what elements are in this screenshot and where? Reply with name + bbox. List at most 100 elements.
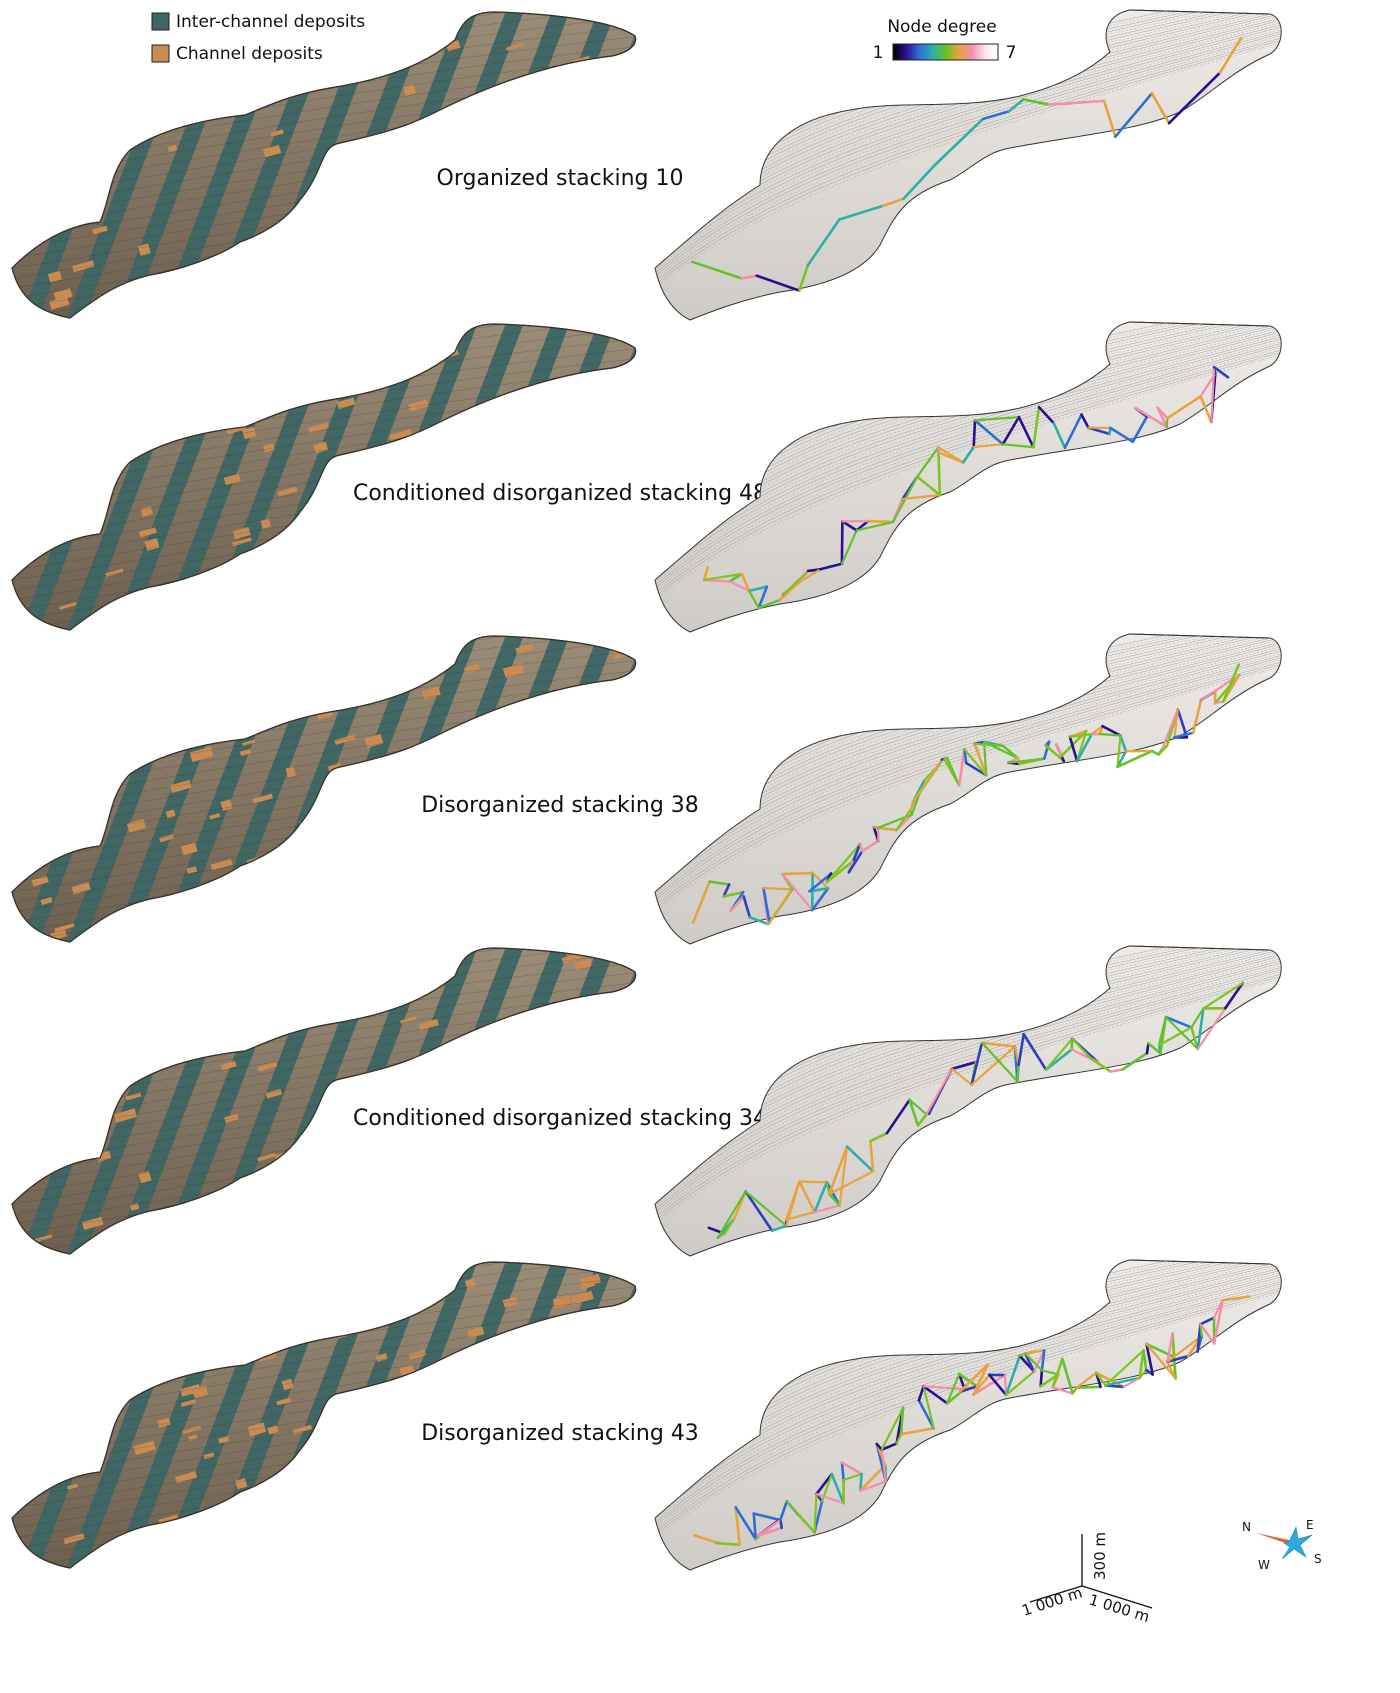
channel-deposit-patch: [535, 725, 548, 737]
channel-deposit-patch: [598, 1312, 614, 1323]
channel-deposit-patch: [460, 465, 480, 474]
scale-label-x: 1 000 m: [1087, 1591, 1152, 1626]
channel-deposit-patch: [585, 830, 595, 838]
channel-deposit-patch: [538, 74, 567, 86]
channel-deposit-patch: [284, 674, 298, 686]
model-row: Disorganized stacking 43: [0, 1200, 1290, 1590]
network-edge: [974, 420, 975, 447]
channel-deposit-patch: [149, 961, 165, 968]
channel-deposit-patch: [600, 709, 612, 720]
network-edge: [1100, 734, 1121, 736]
facies-model: [0, 886, 758, 1276]
channel-deposit-patch: [265, 701, 275, 708]
channel-deposit-patch: [624, 1461, 642, 1470]
channel-deposit-patch: [165, 973, 182, 985]
channel-deposit-patch: [209, 1528, 227, 1537]
compass-e: E: [1306, 1518, 1314, 1532]
channel-deposit-patch: [391, 991, 411, 1000]
network-edge: [799, 1182, 826, 1183]
channel-deposit-patch: [47, 687, 68, 698]
channel-deposit-patch: [305, 914, 325, 925]
channel-deposit-patch: [381, 1233, 393, 1242]
channel-deposit-patch: [163, 657, 178, 669]
channel-deposit-patch: [385, 1432, 396, 1440]
channel-deposit-patch: [562, 777, 576, 786]
compass-w: W: [1258, 1558, 1270, 1572]
network-surface: [655, 322, 1281, 632]
channel-deposit-patch: [487, 820, 508, 833]
channel-deposit-patch: [331, 1124, 342, 1130]
channel-deposit-patch: [267, 68, 287, 78]
channel-deposit-patch: [382, 344, 404, 354]
channel-deposit-patch: [455, 192, 466, 199]
channel-deposit-patch: [54, 791, 67, 804]
channel-deposit-patch: [234, 1320, 249, 1332]
channel-deposit-patch: [352, 139, 364, 150]
channel-deposit-patch: [193, 1201, 210, 1211]
scale-bar: 1 000 m 1 000 m 300 m: [1020, 1532, 1152, 1626]
channel-deposit-patch: [293, 362, 304, 373]
channel-deposit-patch: [405, 838, 422, 849]
channel-deposit-patch: [391, 572, 406, 579]
channel-deposit-patch: [221, 917, 236, 928]
channel-deposit-patch: [412, 216, 427, 229]
channel-deposit-patch: [515, 818, 535, 827]
model-row: Conditioned disorganized stacking 48: [0, 262, 1290, 652]
channel-deposit-patch: [85, 773, 108, 787]
network-edge: [938, 447, 940, 495]
channel-deposit-patch: [427, 1208, 437, 1217]
colorbar-gradient-bar: [893, 44, 998, 60]
channel-deposit-patch: [286, 1203, 307, 1213]
channel-deposit-patch: [199, 906, 217, 916]
channel-deposit-patch: [569, 829, 587, 838]
inter-channel-band: [342, 0, 482, 320]
legend-swatch-inter-channel: [152, 13, 169, 30]
channel-deposit-patch: [274, 608, 288, 615]
channel-deposit-patch: [602, 1325, 613, 1333]
channel-deposit-patch: [129, 1338, 146, 1350]
channel-deposit-patch: [610, 436, 631, 448]
network-edge: [842, 1463, 844, 1480]
channel-deposit-patch: [602, 1312, 623, 1323]
channel-deposit-patch: [256, 706, 269, 714]
channel-deposit-patch: [487, 1087, 505, 1098]
channel-deposit-patch: [513, 1402, 531, 1413]
channel-deposit-patch: [451, 745, 470, 759]
channel-deposit-patch: [584, 409, 602, 420]
channel-deposit-patch: [516, 1356, 535, 1365]
channel-deposit-patch: [302, 1219, 320, 1232]
channel-deposit-patch: [520, 1218, 532, 1225]
network-edge: [782, 873, 812, 874]
channel-deposit-patch: [82, 1423, 103, 1432]
channel-deposit-patch: [613, 1402, 622, 1407]
channel-deposit-patch: [584, 540, 595, 549]
inter-channel-band: [342, 936, 482, 1256]
channel-deposit-patch: [67, 1415, 81, 1425]
network-surface: [655, 1260, 1281, 1570]
channel-deposit-patch: [347, 1320, 357, 1326]
connectivity-network: [640, 297, 1290, 632]
channel-deposit-patch: [603, 1543, 620, 1550]
channel-deposit-patch: [484, 763, 495, 774]
channel-deposit-patch: [190, 727, 207, 738]
channel-deposit-patch: [127, 431, 140, 442]
channel-deposit-patch: [594, 1459, 610, 1467]
network-edge: [1041, 1370, 1042, 1386]
channel-deposit-patch: [269, 1552, 287, 1562]
channel-deposit-patch: [538, 463, 551, 471]
row-label: Organized stacking 10: [437, 166, 684, 191]
legend-label-inter-channel: Inter-channel deposits: [176, 12, 365, 32]
channel-deposit-patch: [471, 1399, 492, 1408]
channel-deposit-patch: [174, 1550, 196, 1562]
network-edge: [764, 888, 793, 889]
channel-deposit-patch: [387, 921, 399, 930]
facies-legend: Inter-channel deposits Channel deposits: [152, 12, 365, 64]
network-edge: [1077, 1387, 1101, 1388]
channel-deposit-patch: [489, 436, 505, 445]
channel-deposit-patch: [384, 835, 402, 848]
channel-deposit-patch: [472, 266, 493, 280]
channel-deposit-patch: [277, 1205, 297, 1218]
channel-deposit-patch: [122, 1286, 144, 1299]
row-label: Conditioned disorganized stacking 34: [353, 1106, 767, 1131]
